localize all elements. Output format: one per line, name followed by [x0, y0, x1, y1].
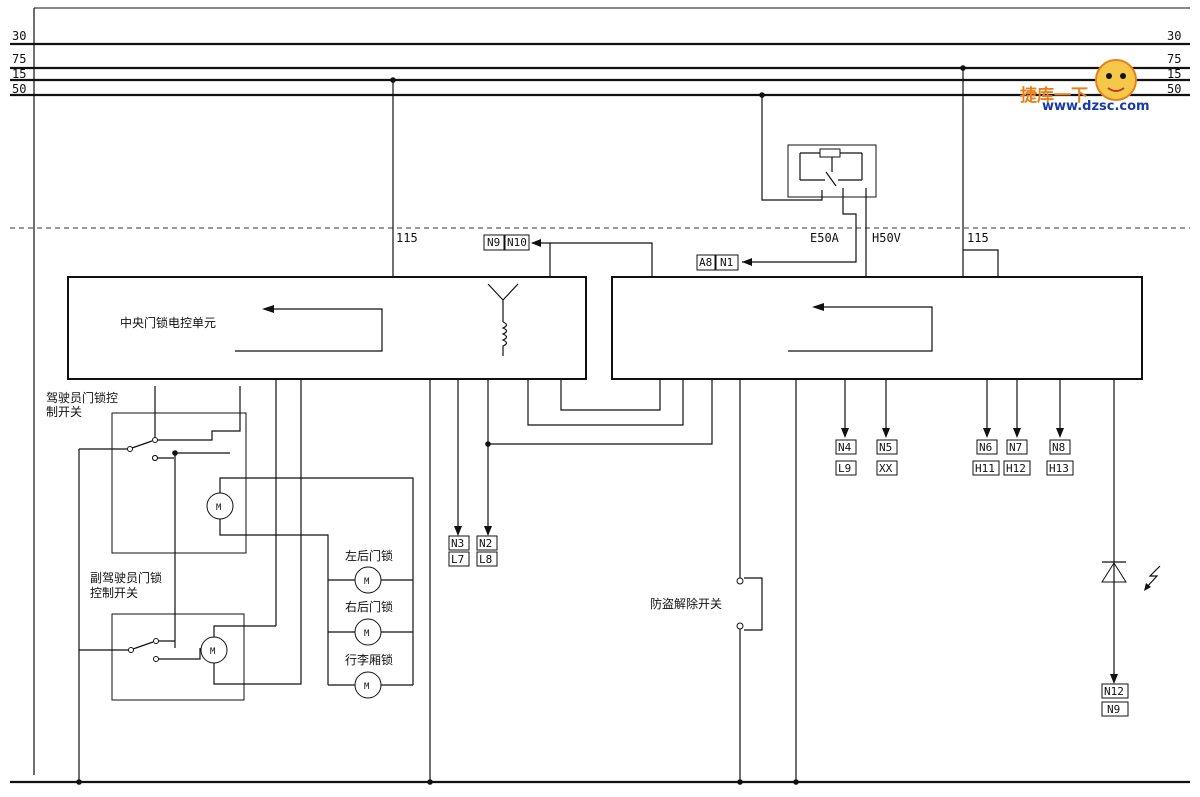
antitheft-outputs: [841, 379, 1064, 438]
svg-text:N9: N9: [1107, 703, 1120, 716]
svg-text:A8: A8: [699, 256, 712, 269]
svg-text:H11: H11: [975, 462, 995, 475]
power-rails: 30 75 15 50 30 75 15 50: [10, 29, 1190, 97]
rear-right-lock-label: 右后门锁: [345, 599, 393, 614]
driver-lock-switch: [111, 412, 247, 554]
driver-motor-label: M: [216, 503, 222, 513]
svg-text:L7: L7: [451, 553, 464, 566]
label-h50v: H50V: [872, 231, 901, 245]
mascot-icon: [1095, 59, 1137, 101]
antitheft-ecu: [611, 276, 1143, 380]
connector-n5: [876, 439, 898, 455]
svg-text:N1: N1: [720, 256, 733, 269]
antitheft-inner-arrow-path: [788, 306, 933, 352]
ecu-title: 中央门锁电控单元: [120, 315, 216, 330]
rail-75-label-right: 75: [1167, 52, 1181, 66]
svg-text:M: M: [364, 577, 370, 587]
svg-text:N10: N10: [507, 236, 527, 249]
ecu-inner-arrow-path: [235, 308, 383, 352]
svg-text:N6: N6: [979, 441, 992, 454]
connector-n9-lower: [1101, 701, 1129, 717]
rail-50-label-left: 50: [12, 82, 26, 96]
svg-text:N9: N9: [487, 236, 500, 249]
svg-text:XX: XX: [879, 462, 893, 475]
trunk-lock-label: 行李厢锁: [345, 652, 393, 667]
svg-text:N2: N2: [479, 537, 492, 550]
label-115-right: 115: [967, 231, 989, 245]
driver-switch-label-2: 制开关: [46, 405, 82, 419]
connector-xx: [876, 460, 898, 476]
watermark-url: www.dzsc.com: [1042, 99, 1150, 114]
svg-text:M: M: [364, 682, 370, 692]
watermark-logo: 捷库一下 www.dzsc.com: [1020, 59, 1150, 114]
driver-switch-label-1: 驾驶员门锁控: [46, 390, 118, 405]
svg-text:N7: N7: [1009, 441, 1022, 454]
central-lock-ecu: [67, 276, 587, 380]
light-emission-icon: [1145, 565, 1161, 589]
relay: [787, 144, 877, 198]
rail-30-label-left: 30: [12, 29, 26, 43]
connector-h12: [1003, 460, 1031, 476]
relay-coil: [819, 148, 841, 158]
relay-housing: [787, 144, 877, 198]
passenger-switch-label-2: 控制开关: [90, 586, 138, 600]
rail-15-label-right: 15: [1167, 67, 1181, 81]
svg-text:N8: N8: [1052, 441, 1065, 454]
svg-text:M: M: [364, 629, 370, 639]
watermark-text: 捷库一下: [1020, 85, 1088, 106]
connector-h11: [972, 460, 1000, 476]
svg-text:H13: H13: [1049, 462, 1069, 475]
antitheft-switch-label: 防盗解除开关: [650, 596, 722, 611]
label-115-left: 115: [396, 231, 418, 245]
connector-n6: [976, 439, 998, 455]
connector-n10: [504, 234, 530, 251]
wire-n10: [549, 242, 653, 277]
connector-h13: [1046, 460, 1074, 476]
inter-ecu-wire-1: [560, 379, 661, 411]
connector-l9: [835, 460, 857, 476]
svg-text:N5: N5: [879, 441, 892, 454]
passenger-switch-label-1: 副驾驶员门锁: [90, 570, 162, 585]
connector-n3: [448, 535, 470, 551]
rail-15-label-left: 15: [12, 67, 26, 81]
connector-n1: [715, 254, 739, 271]
connector-n7: [1006, 439, 1028, 455]
rail-50-label-right: 50: [1167, 82, 1181, 96]
connector-a8: [696, 254, 716, 271]
wire-e50a: [742, 188, 857, 263]
connector-n4: [835, 439, 857, 455]
svg-text:M: M: [210, 647, 216, 657]
antenna-icon: [487, 283, 519, 356]
connector-n8: [1049, 439, 1071, 455]
connector-n2: [476, 535, 498, 551]
svg-text:N3: N3: [451, 537, 464, 550]
svg-text:H12: H12: [1006, 462, 1026, 475]
svg-text:N4: N4: [838, 441, 852, 454]
inter-ecu-wire-2: [527, 379, 684, 426]
connector-l8: [476, 551, 498, 567]
svg-text:L8: L8: [479, 553, 492, 566]
connector-l7: [448, 551, 470, 567]
inter-ecu-wire-3: [488, 379, 713, 445]
led-indicator: [1101, 379, 1161, 684]
svg-text:N12: N12: [1104, 685, 1124, 698]
rail-30-label-right: 30: [1167, 29, 1181, 43]
svg-text:L9: L9: [838, 462, 851, 475]
label-e50a: E50A: [810, 231, 840, 245]
passenger-lock-switch: [111, 613, 245, 701]
connector-n9: [483, 234, 505, 251]
connector-n12: [1101, 683, 1129, 699]
rear-left-lock-label: 左后门锁: [345, 548, 393, 563]
rail-75-label-left: 75: [12, 52, 26, 66]
relay-feed-wire: [761, 95, 823, 201]
